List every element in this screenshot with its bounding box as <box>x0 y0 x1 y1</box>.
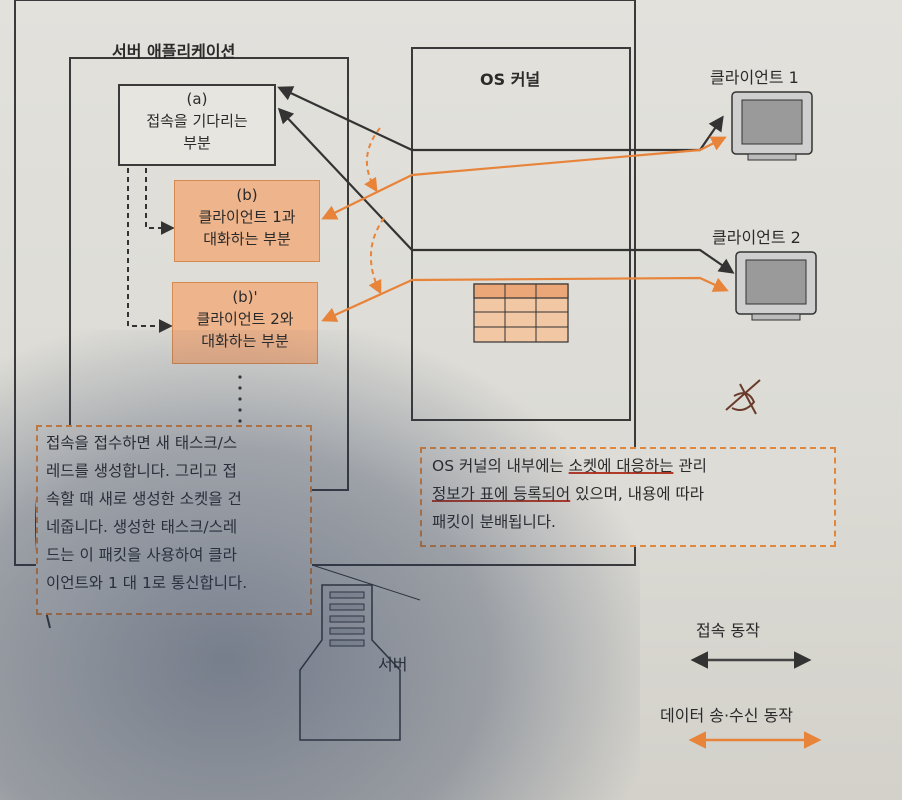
note-left-line: 이언트와 1 대 1로 통신합니다. <box>46 569 302 597</box>
box-b2-line2: 대화하는 부분 <box>173 330 317 352</box>
box-b1-line2: 대화하는 부분 <box>175 228 319 250</box>
ellipsis-dots <box>238 375 241 422</box>
legend-data-label: 데이터 송·수신 동작 <box>660 702 793 726</box>
box-b-client2: (b)' 클라이언트 2와 대화하는 부분 <box>172 282 318 364</box>
client2-label: 클라이언트 2 <box>712 224 801 248</box>
doodle-icon <box>726 380 760 414</box>
note-right-highlight: 정보가 표에 등록되어 <box>432 485 570 503</box>
note-right-line3: 패킷이 분배됩니다. <box>432 508 824 536</box>
client1-computer-icon <box>732 92 812 160</box>
legend-connect-label: 접속 동작 <box>696 617 760 641</box>
server-label: 서버 <box>378 651 407 675</box>
os-kernel-title: OS 커널 <box>480 66 540 90</box>
note-left-line: 드는 이 패킷을 사용하여 클라 <box>46 541 302 569</box>
box-b2-tag: (b)' <box>173 286 317 308</box>
socket-table-icon <box>474 284 568 342</box>
box-b1-line1: 클라이언트 1과 <box>175 206 319 228</box>
client1-label: 클라이언트 1 <box>710 64 799 88</box>
note-left-line: 접속을 접수하면 새 태스크/스 <box>46 429 302 457</box>
box-a-listen: (a) 접속을 기다리는 부분 <box>118 84 276 166</box>
orange-dashed-curve-1 <box>367 128 380 190</box>
note-left-line: 레드를 생성합니다. 그리고 접 <box>46 457 302 485</box>
dashed-arrow-a-to-b2 <box>128 168 170 326</box>
server-app-title: 서버 애플리케이션 <box>112 38 235 62</box>
connect-arrow-client1 <box>280 88 722 150</box>
note-right-text: OS 커널의 내부에는 <box>432 457 569 475</box>
box-a-tag: (a) <box>120 88 274 110</box>
note-right-line2: 정보가 표에 등록되어 있으며, 내용에 따라 <box>432 480 824 508</box>
note-right: OS 커널의 내부에는 소켓에 대응하는 관리 정보가 표에 등록되어 있으며,… <box>420 447 836 547</box>
note-right-text: 관리 <box>673 457 706 475</box>
note-left: 접속을 접수하면 새 태스크/스 레드를 생성합니다. 그리고 접 속할 때 새… <box>36 425 312 615</box>
os-kernel-frame <box>412 48 630 420</box>
box-a-line2: 부분 <box>120 132 274 154</box>
orange-dashed-curve-2 <box>371 218 384 292</box>
box-b-client1: (b) 클라이언트 1과 대화하는 부분 <box>174 180 320 262</box>
note-left-line: 네줍니다. 생성한 태스크/스레 <box>46 513 302 541</box>
dashed-arrow-a-to-b <box>146 168 172 228</box>
note-right-text: 있으며, 내용에 따라 <box>570 485 704 503</box>
box-a-line1: 접속을 기다리는 <box>120 110 274 132</box>
note-left-line: 속할 때 새로 생성한 소켓을 건 <box>46 485 302 513</box>
client2-computer-icon <box>736 252 816 320</box>
box-b2-line1: 클라이언트 2와 <box>173 308 317 330</box>
box-b1-tag: (b) <box>175 184 319 206</box>
note-right-highlight: 소켓에 대응하는 <box>569 457 674 475</box>
note-right-line1: OS 커널의 내부에는 소켓에 대응하는 관리 <box>432 452 824 480</box>
